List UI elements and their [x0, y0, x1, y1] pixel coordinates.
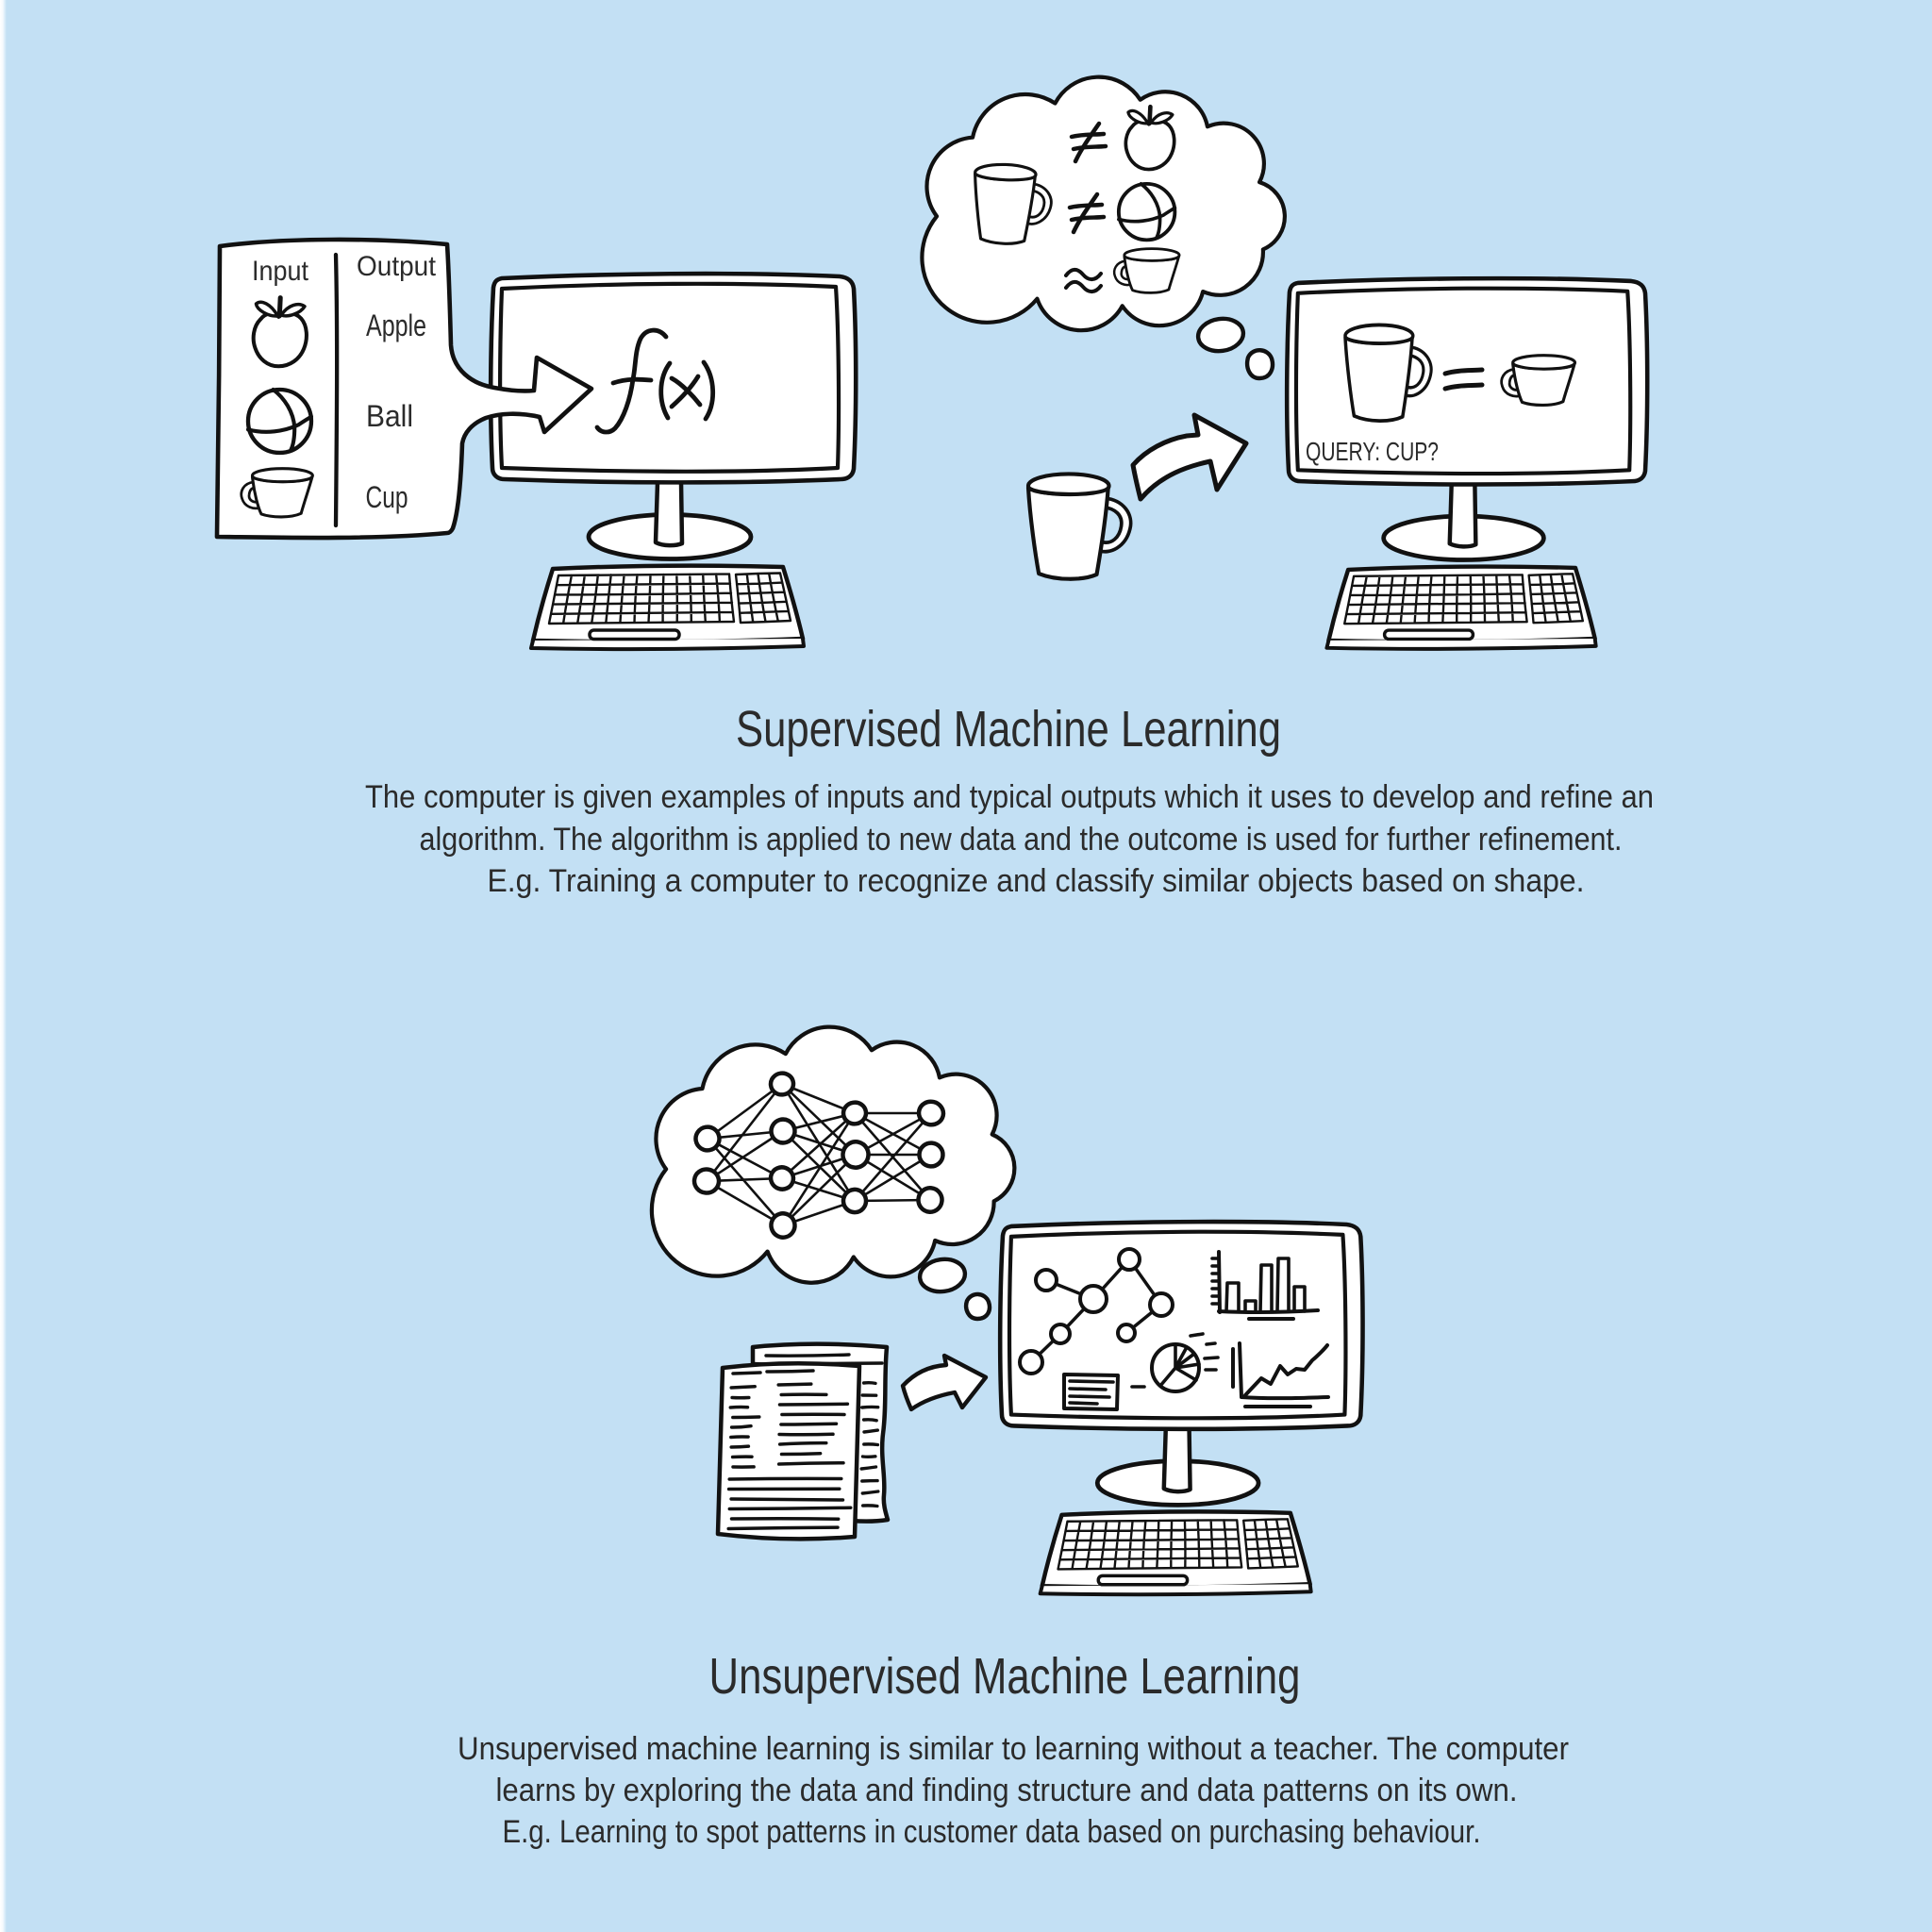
svg-text:learns by exploring the data a: learns by exploring the data and finding… — [496, 1773, 1518, 1808]
svg-text:The computer is given examples: The computer is given examples of inputs… — [365, 779, 1654, 815]
svg-text:Apple: Apple — [366, 308, 426, 342]
svg-text:Input: Input — [252, 256, 309, 287]
svg-text:Unsupervised Machine Learning: Unsupervised Machine Learning — [709, 1648, 1301, 1705]
svg-text:Unsupervised machine learning: Unsupervised machine learning is similar… — [458, 1731, 1569, 1767]
svg-text:E.g. Training a computer to re: E.g. Training a computer to recognize an… — [488, 863, 1585, 899]
svg-text:QUERY: CUP?: QUERY: CUP? — [1306, 437, 1439, 466]
svg-text:Supervised Machine Learning: Supervised Machine Learning — [736, 701, 1281, 758]
svg-text:Cup: Cup — [366, 480, 408, 514]
svg-text:E.g. Learning to spot patterns: E.g. Learning to spot patterns in custom… — [503, 1814, 1481, 1850]
svg-text:algorithm. The algorithm is ap: algorithm. The algorithm is applied to n… — [420, 822, 1623, 858]
svg-text:Ball: Ball — [366, 399, 413, 433]
svg-text:Output: Output — [357, 251, 437, 282]
